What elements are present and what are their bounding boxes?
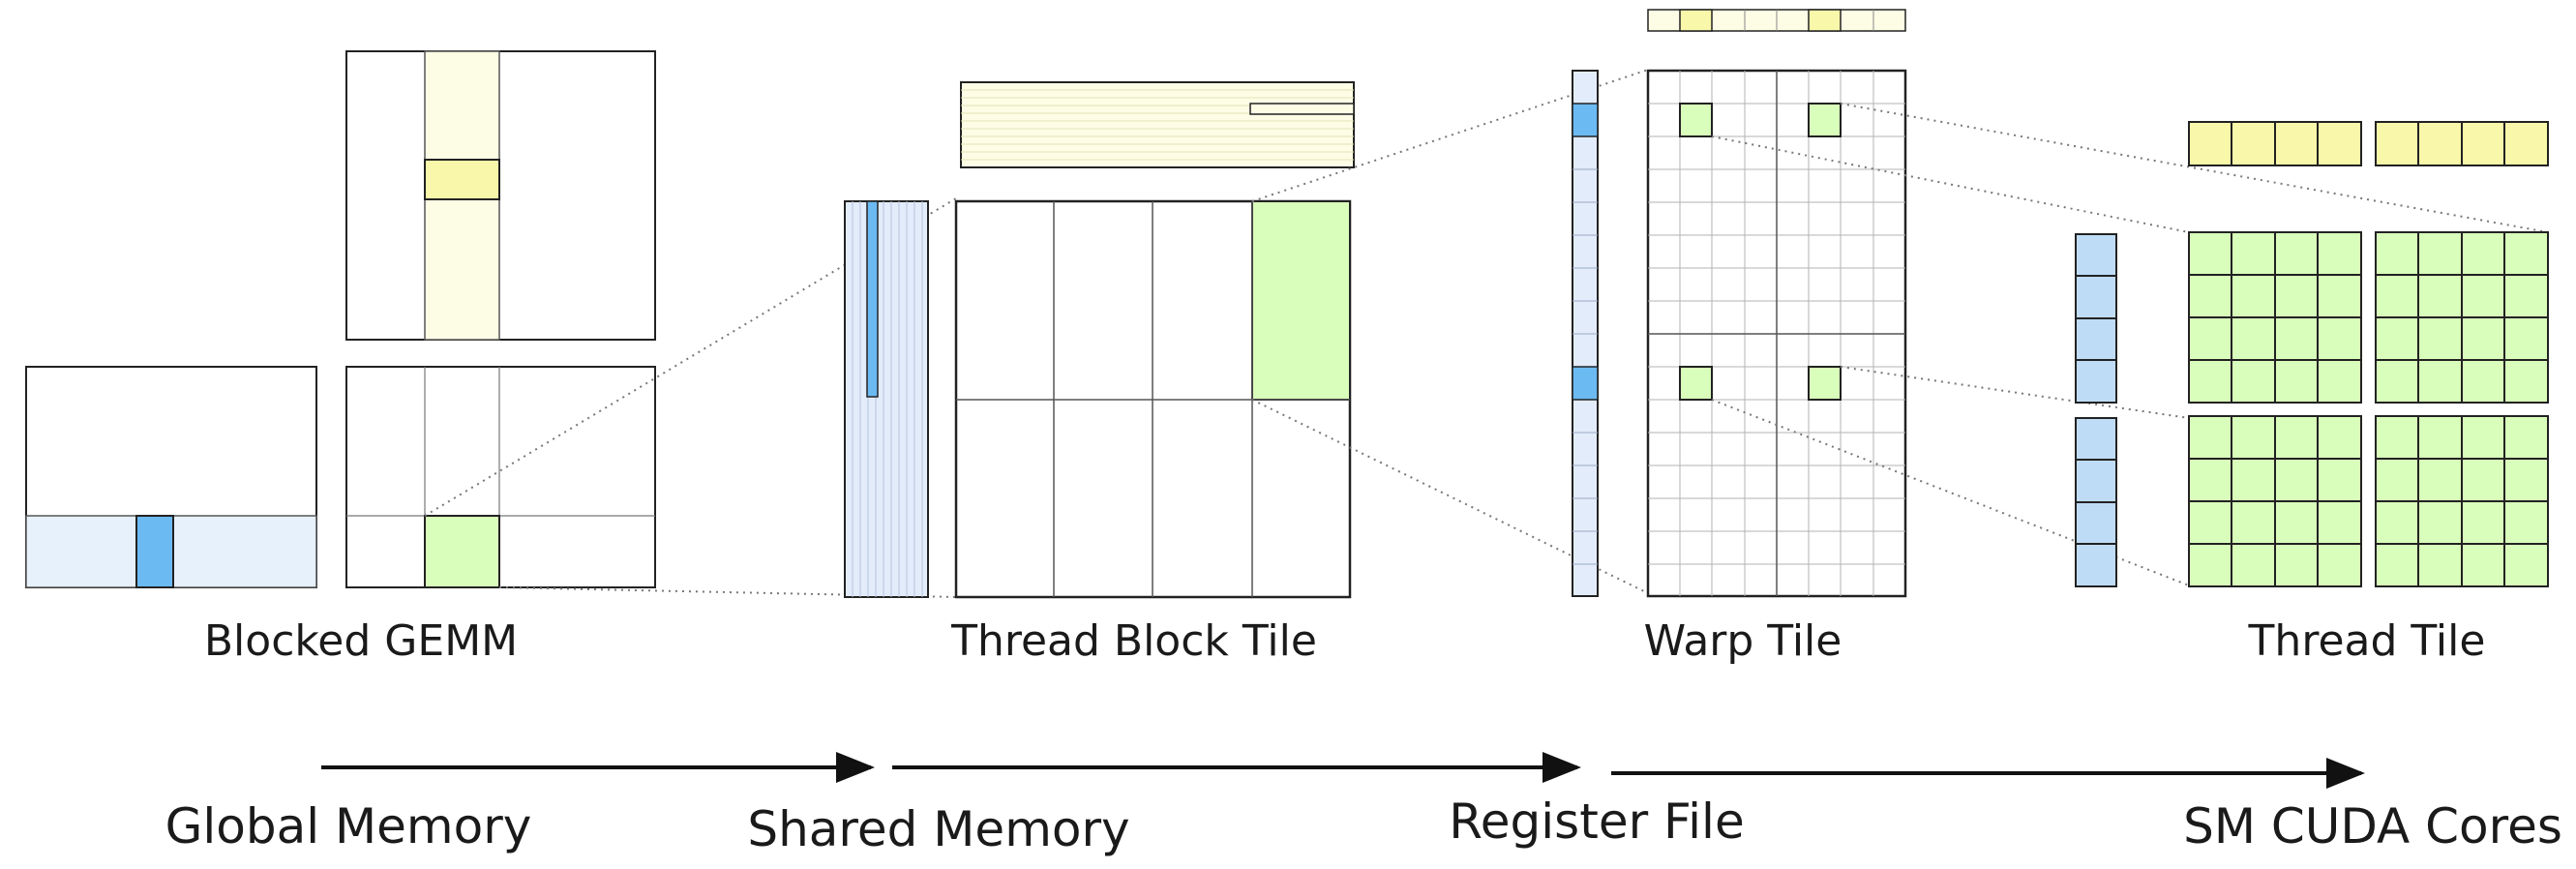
memory-arrows [321, 752, 2365, 789]
thread-tile-label: Thread Tile [2248, 616, 2486, 666]
a-tile-highlight [135, 515, 174, 588]
thread-block-tile-label: Thread Block Tile [951, 616, 1317, 666]
matrix-c-global [345, 366, 656, 588]
sm-cuda-cores-label: SM CUDA Cores [2183, 798, 2562, 854]
blocked-gemm-group [25, 50, 656, 588]
thread-block-tile-group [844, 81, 1355, 599]
accumulator-tile-1 [2188, 231, 2362, 404]
shared-memory-label: Shared Memory [747, 801, 1130, 857]
register-file-label: Register File [1449, 794, 1745, 850]
global-memory-label: Global Memory [165, 798, 532, 854]
matrix-a-global [25, 366, 317, 588]
thread-c-tiles [2188, 231, 2549, 587]
matrix-b-global [345, 50, 656, 341]
thread-tile-group [2075, 121, 2549, 587]
block-c-tile [954, 199, 1352, 599]
c-block-highlight [424, 515, 500, 588]
thread-cell-4 [1808, 366, 1842, 401]
warp-highlight [1251, 200, 1351, 401]
shared-a-fragment [866, 200, 879, 398]
accumulator-tile-4 [2375, 415, 2549, 587]
warp-c-grid [1646, 69, 1907, 598]
thread-a-fragments [2075, 233, 2117, 587]
warp-tile-label: Warp Tile [1643, 616, 1842, 666]
warp-tile-group [1572, 9, 1907, 598]
shared-b-fragment [1249, 103, 1355, 115]
shared-b-tile [960, 81, 1355, 168]
accumulator-tile-2 [2375, 231, 2549, 404]
shared-a-tile [844, 200, 929, 598]
blocked-gemm-label: Blocked GEMM [203, 616, 519, 666]
thread-cell-2 [1808, 103, 1842, 137]
warp-b-fragment [1647, 9, 1906, 32]
thread-cell-3 [1679, 366, 1713, 401]
zoom-lines-thread [1711, 103, 2549, 586]
warp-a-fragment [1572, 70, 1599, 597]
accumulator-tile-3 [2188, 415, 2362, 587]
b-tile-highlight [424, 159, 500, 200]
thread-cell-1 [1679, 103, 1713, 137]
thread-b-fragments [2188, 121, 2549, 166]
